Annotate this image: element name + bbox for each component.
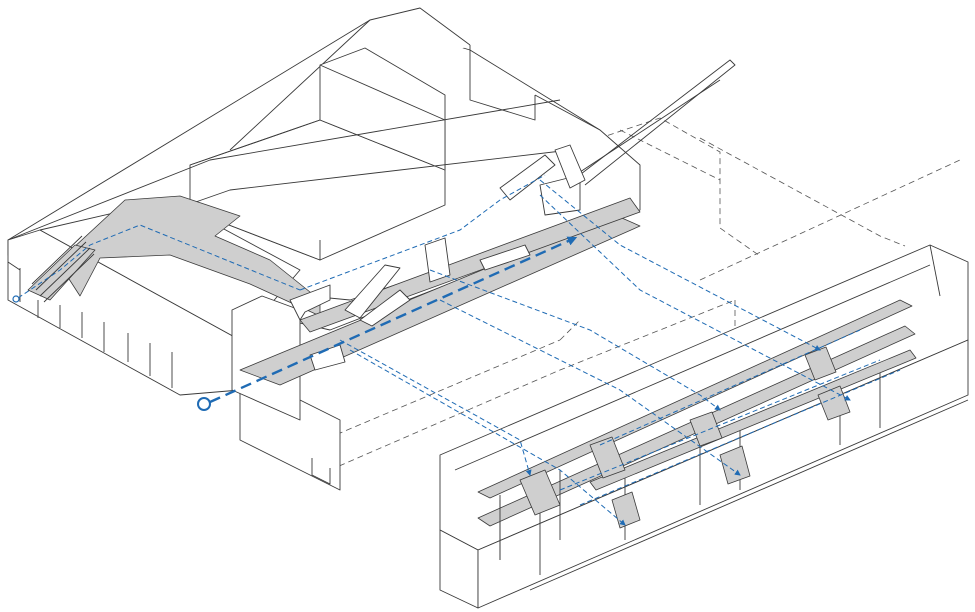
escalator-2 [344,264,401,319]
platform-connector-2 [589,436,626,479]
platform-connector-3 [611,491,641,529]
stairs-escalators [31,144,586,371]
upper-mezzanine-slab [57,195,321,317]
stair-core-3 [309,344,346,371]
escalator-1 [289,284,331,321]
platform-slab-1 [477,299,913,499]
platform-connector-4 [689,411,723,447]
main-route-arrow [209,236,578,404]
circulation-routes [17,174,901,526]
lower-platforms [477,299,917,560]
front-wall [231,295,341,491]
circle-outline-icon [12,295,20,303]
circle-outline-icon [197,397,211,411]
platform-connector-5 [719,445,751,485]
escalator-3 [359,289,411,327]
platform-slab-3 [589,349,917,491]
stair-core-1 [424,237,451,283]
entry-markers [12,295,211,411]
stair-core-2 [554,144,586,189]
escalator-4 [479,244,531,271]
concourse-strip [299,197,641,333]
